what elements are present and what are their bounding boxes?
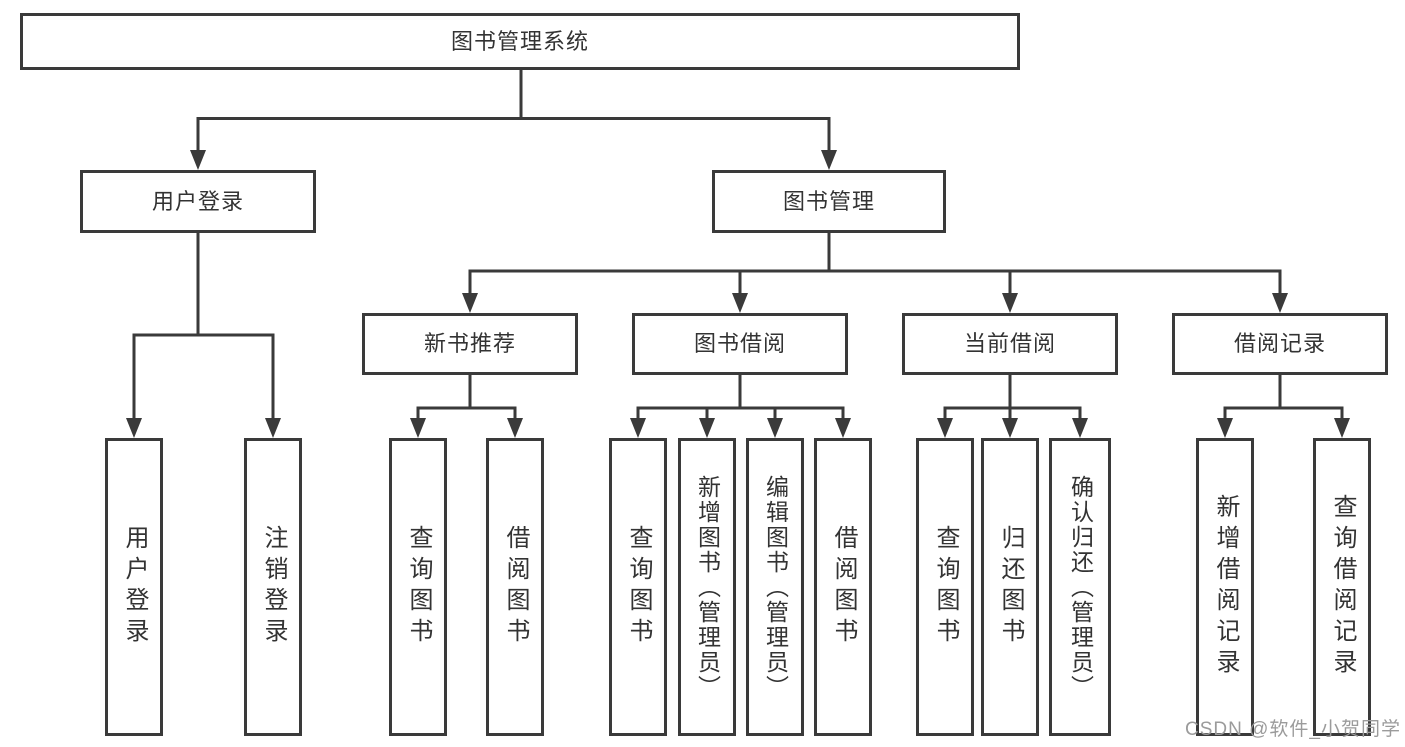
leaf-user-login: 用户登录 <box>105 438 163 736</box>
node-borrowing-records: 借阅记录 <box>1172 313 1388 375</box>
leaf-borrow-books-1: 借阅图书 <box>486 438 544 736</box>
leaf-confirm-return-admin: 确认归还（管理员） <box>1049 438 1111 736</box>
leaf-edit-books-admin: 编辑图书（管理员） <box>746 438 804 736</box>
node-current-borrowing: 当前借阅 <box>902 313 1118 375</box>
leaf-return-books: 归还图书 <box>981 438 1039 736</box>
leaf-query-books-2: 查询图书 <box>609 438 667 736</box>
leaf-add-books-admin: 新增图书（管理员） <box>678 438 736 736</box>
leaf-query-books-1: 查询图书 <box>389 438 447 736</box>
leaf-add-borrow-record: 新增借阅记录 <box>1196 438 1254 736</box>
leaf-query-borrow-record: 查询借阅记录 <box>1313 438 1371 736</box>
arrowhead-icons <box>126 150 1350 438</box>
csdn-watermark: CSDN @软件_小贺同学 <box>1185 719 1401 740</box>
leaf-logout-login: 注销登录 <box>244 438 302 736</box>
node-book-borrowing: 图书借阅 <box>632 313 848 375</box>
node-book-management: 图书管理 <box>712 170 946 233</box>
node-root-library-system: 图书管理系统 <box>20 13 1020 70</box>
leaf-query-books-3: 查询图书 <box>916 438 974 736</box>
node-user-login: 用户登录 <box>80 170 316 233</box>
leaf-borrow-books-2: 借阅图书 <box>814 438 872 736</box>
node-new-book-recommend: 新书推荐 <box>362 313 578 375</box>
